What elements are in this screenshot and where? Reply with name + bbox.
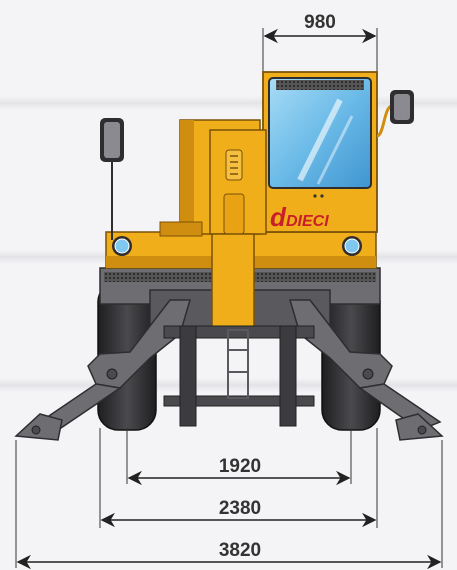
right-fork (279, 325, 297, 427)
housing-shade (180, 120, 194, 234)
mirror-glass (394, 94, 410, 120)
boom-vent (225, 149, 243, 181)
carriage-top-bar (163, 325, 315, 339)
dimension-overall-width: 2380 (100, 498, 377, 528)
dieci-logo: d DIECI (270, 202, 329, 232)
carriage-ladder (227, 329, 249, 399)
left-fork (179, 325, 197, 427)
overall-width-label: 2380 (219, 498, 261, 519)
left-mirror (100, 118, 124, 240)
left-outrigger-upper (87, 299, 192, 389)
left-pivot (106, 368, 118, 380)
dimension-track-width: 1920 (127, 456, 351, 486)
boom-cover (223, 193, 245, 235)
step-plate (159, 221, 203, 237)
stabilizers-width-label: 3820 (219, 540, 261, 561)
right-mirror (376, 90, 414, 138)
fork-carriage (163, 325, 315, 427)
glass-reflection (297, 98, 343, 182)
right-headlight (344, 238, 360, 254)
left-headlight (114, 238, 130, 254)
roof-guard (276, 80, 364, 90)
right-pivot (362, 368, 374, 380)
mirror-arm (376, 104, 393, 138)
right-outrigger-upper (288, 299, 393, 389)
glass-reflection (316, 115, 354, 185)
boom-lower (211, 233, 255, 331)
track-width-label: 1920 (219, 456, 261, 477)
right-foot-pin (417, 425, 427, 435)
logo-letter: d (270, 202, 287, 232)
cab-detail (313, 194, 317, 198)
left-foot-pin (31, 425, 41, 435)
carriage-bottom-bar (163, 395, 315, 407)
bottom-extension-lines (15, 428, 443, 568)
cab-width-label: 980 (304, 12, 336, 33)
logo-text: DIECI (286, 213, 329, 230)
cab-windshield (268, 77, 372, 189)
dimension-stabilizers-width: 3820 (16, 540, 442, 570)
stabilizers (14, 299, 444, 441)
dimension-cab-width: 980 (262, 12, 378, 72)
telescopic-boom (209, 129, 267, 331)
mirror-glass (104, 122, 120, 158)
headlights (112, 236, 362, 256)
cab-detail (320, 194, 324, 198)
